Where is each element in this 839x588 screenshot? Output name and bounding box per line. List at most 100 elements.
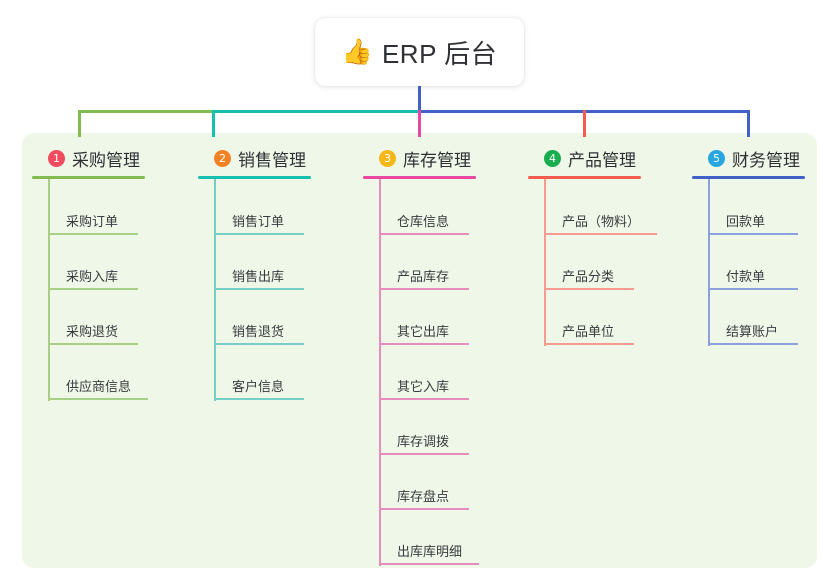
leaf-item[interactable]: 产品库存 — [379, 269, 469, 290]
leaf-label: 回款单 — [726, 214, 766, 229]
leaf-label: 销售退货 — [232, 324, 285, 339]
leaf-rule — [544, 343, 634, 345]
branch-title-3: 库存管理 — [403, 150, 471, 170]
branch-header-5[interactable]: 5 财务管理 — [692, 145, 800, 171]
branch-rule-1 — [32, 176, 145, 179]
leaf-rule — [48, 398, 148, 400]
leaf-rule — [544, 233, 657, 235]
branch-rule-5 — [692, 176, 805, 179]
bus-segment-teal — [212, 110, 420, 113]
leaf-item[interactable]: 产品（物料） — [544, 214, 657, 235]
branch-badge-4: 4 — [544, 149, 561, 167]
leaf-label: 仓库信息 — [397, 214, 450, 229]
drop-branch-4 — [583, 110, 586, 137]
branch-column-2: 2 销售管理 销售订单 销售出库 销售退货 客户信息 — [198, 145, 311, 401]
drop-branch-3 — [418, 110, 421, 137]
leaf-rule — [48, 288, 138, 290]
leaf-item[interactable]: 采购入库 — [48, 269, 138, 290]
branch-title-5: 财务管理 — [732, 150, 800, 170]
leaf-item[interactable]: 采购退货 — [48, 324, 138, 345]
leaf-item[interactable]: 结算账户 — [708, 324, 798, 345]
branches-panel — [22, 133, 817, 568]
leaf-label: 产品单位 — [562, 324, 615, 339]
leaf-label: 客户信息 — [232, 379, 285, 394]
leaf-rule — [379, 563, 479, 565]
branch-badge-3: 3 — [379, 149, 396, 167]
leaf-item[interactable]: 供应商信息 — [48, 379, 148, 400]
leaf-label: 供应商信息 — [66, 379, 132, 394]
branch-header-3[interactable]: 3 库存管理 — [363, 145, 471, 171]
branch-column-5: 5 财务管理 回款单 付款单 结算账户 — [692, 145, 805, 346]
root-node-label: ERP 后台 — [381, 38, 498, 69]
branch-badge-2: 2 — [214, 149, 231, 167]
branch-column-4: 4 产品管理 产品（物料） 产品分类 产品单位 — [528, 145, 657, 346]
drop-branch-2 — [212, 110, 215, 137]
leaf-item[interactable]: 付款单 — [708, 269, 798, 290]
leaf-label: 产品（物料） — [562, 214, 641, 229]
branch-header-4[interactable]: 4 产品管理 — [528, 145, 636, 171]
leaf-item[interactable]: 出库库明细 — [379, 544, 479, 565]
leaf-label: 产品库存 — [397, 269, 450, 284]
leaf-label: 产品分类 — [562, 269, 615, 284]
leaf-rule — [48, 343, 138, 345]
leaf-item[interactable]: 产品单位 — [544, 324, 634, 345]
leaf-label: 库存调拨 — [397, 434, 450, 449]
leaf-label: 采购订单 — [66, 214, 119, 229]
drop-branch-1 — [78, 110, 81, 137]
leaf-rule — [214, 398, 304, 400]
branch-badge-1: 1 — [48, 149, 65, 167]
leaf-rule — [379, 233, 469, 235]
leaf-item[interactable]: 采购订单 — [48, 214, 138, 235]
leaf-rule — [379, 288, 469, 290]
leaf-item[interactable]: 其它出库 — [379, 324, 469, 345]
branch-header-2[interactable]: 2 销售管理 — [198, 145, 306, 171]
leaf-rule — [379, 398, 469, 400]
leaf-item[interactable]: 销售出库 — [214, 269, 304, 290]
leaf-item[interactable]: 销售订单 — [214, 214, 304, 235]
leaf-item[interactable]: 客户信息 — [214, 379, 304, 400]
leaf-item[interactable]: 回款单 — [708, 214, 798, 235]
branch-badge-5: 5 — [708, 149, 725, 167]
leaf-item[interactable]: 其它入库 — [379, 379, 469, 400]
leaf-rule — [708, 288, 798, 290]
leaf-rule — [379, 343, 469, 345]
leaf-label: 其它出库 — [397, 324, 450, 339]
leaf-label: 结算账户 — [726, 324, 779, 339]
thumbs-up-icon: 👍 — [341, 37, 373, 66]
branch-spine-1 — [48, 179, 50, 401]
leaf-rule — [379, 508, 469, 510]
leaf-item[interactable]: 销售退货 — [214, 324, 304, 345]
leaf-rule — [214, 343, 304, 345]
branch-rule-3 — [363, 176, 476, 179]
branch-header-1[interactable]: 1 采购管理 — [32, 145, 140, 171]
leaf-item[interactable]: 库存盘点 — [379, 489, 469, 510]
leaf-item[interactable]: 仓库信息 — [379, 214, 469, 235]
branch-title-4: 产品管理 — [568, 150, 636, 170]
root-node[interactable]: 👍 ERP 后台 — [315, 18, 524, 86]
branch-column-3: 3 库存管理 仓库信息 产品库存 其它出库 其它入库 库存调拨 库存盘点 — [363, 145, 479, 566]
leaf-rule — [379, 453, 469, 455]
leaf-item[interactable]: 库存调拨 — [379, 434, 469, 455]
branch-column-1: 1 采购管理 采购订单 采购入库 采购退货 供应商信息 — [32, 145, 148, 401]
leaf-label: 销售订单 — [232, 214, 285, 229]
leaf-label: 采购退货 — [66, 324, 119, 339]
leaf-rule — [214, 233, 304, 235]
leaf-rule — [48, 233, 138, 235]
branch-spine-5 — [708, 179, 710, 346]
trunk-stem — [418, 86, 421, 112]
branch-title-2: 销售管理 — [238, 150, 306, 170]
branch-spine-4 — [544, 179, 546, 346]
leaf-item[interactable]: 产品分类 — [544, 269, 634, 290]
leaf-rule — [708, 343, 798, 345]
branch-title-1: 采购管理 — [72, 150, 140, 170]
leaf-rule — [214, 288, 304, 290]
leaf-label: 付款单 — [726, 269, 766, 284]
bus-segment-green — [78, 110, 213, 113]
leaf-label: 其它入库 — [397, 379, 450, 394]
branch-rule-2 — [198, 176, 311, 179]
leaf-label: 销售出库 — [232, 269, 285, 284]
branch-spine-2 — [214, 179, 216, 401]
leaf-label: 库存盘点 — [397, 489, 450, 504]
leaf-rule — [708, 233, 798, 235]
